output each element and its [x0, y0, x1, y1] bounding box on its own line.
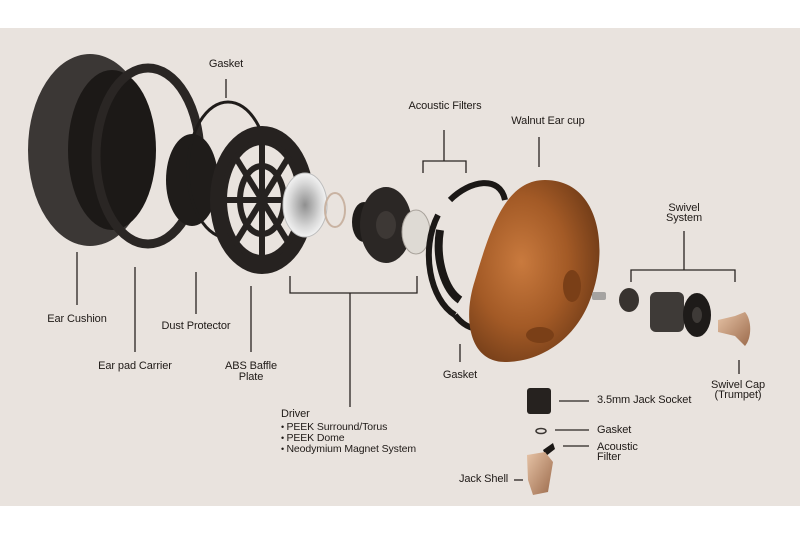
driver-dome-part — [282, 172, 346, 238]
label-abs-baffle-line1: ABS Baffle — [225, 360, 277, 372]
label-ear-cushion: Ear Cushion — [47, 313, 107, 325]
label-swivel-system-line2: System — [665, 212, 703, 224]
jack-socket-part — [527, 388, 551, 414]
label-jack-socket: 3.5mm Jack Socket — [597, 394, 692, 406]
label-acoustic-filter: Acoustic Filter — [597, 441, 638, 463]
label-acoustic-filter-line2: Filter — [597, 451, 621, 463]
driver-component-list: PEEK Surround/Torus PEEK Dome Neodymium … — [281, 422, 416, 455]
leader-lines — [76, 79, 740, 481]
label-swivel-cap-line1: Swivel Cap — [710, 379, 766, 391]
dust-protector-part — [166, 134, 218, 226]
label-driver: Driver PEEK Surround/Torus PEEK Dome Neo… — [281, 409, 416, 455]
jack-shell-part — [527, 452, 553, 495]
label-abs-baffle-line2: Plate — [238, 371, 264, 383]
label-jack-shell: Jack Shell — [459, 473, 509, 485]
label-swivel-system: Swivel System — [665, 202, 703, 224]
ear-cushion-part — [28, 54, 156, 246]
label-ear-pad-carrier: Ear pad Carrier — [98, 360, 172, 372]
swivel-cap-part — [718, 312, 751, 346]
driver-item: Neodymium Magnet System — [281, 444, 416, 455]
label-swivel-cap-line2: (Trumpet) — [714, 389, 762, 401]
abs-baffle-plate-part — [210, 126, 314, 274]
label-acoustic-filter-line1: Acoustic — [597, 441, 638, 453]
label-abs-baffle-plate: ABS Baffle Plate — [225, 361, 277, 383]
driver-magnet-part — [352, 187, 431, 263]
label-acoustic-filters: Acoustic Filters — [408, 100, 482, 112]
label-gasket-top: Gasket — [208, 58, 244, 70]
swivel-system-part — [592, 288, 711, 337]
label-gasket-jack: Gasket — [597, 424, 632, 436]
walnut-ear-cup-part — [469, 180, 600, 362]
driver-item: PEEK Dome — [281, 433, 416, 444]
driver-item: PEEK Surround/Torus — [281, 422, 416, 433]
label-swivel-system-line1: Swivel — [668, 202, 700, 214]
label-gasket-middle: Gasket — [442, 369, 478, 381]
label-walnut-ear-cup: Walnut Ear cup — [511, 115, 585, 127]
jack-gasket-part — [535, 427, 547, 435]
jack-acoustic-filter-part — [543, 443, 555, 456]
label-swivel-cap: Swivel Cap (Trumpet) — [710, 379, 766, 401]
driver-title: Driver — [281, 408, 310, 420]
label-dust-protector: Dust Protector — [161, 320, 231, 332]
